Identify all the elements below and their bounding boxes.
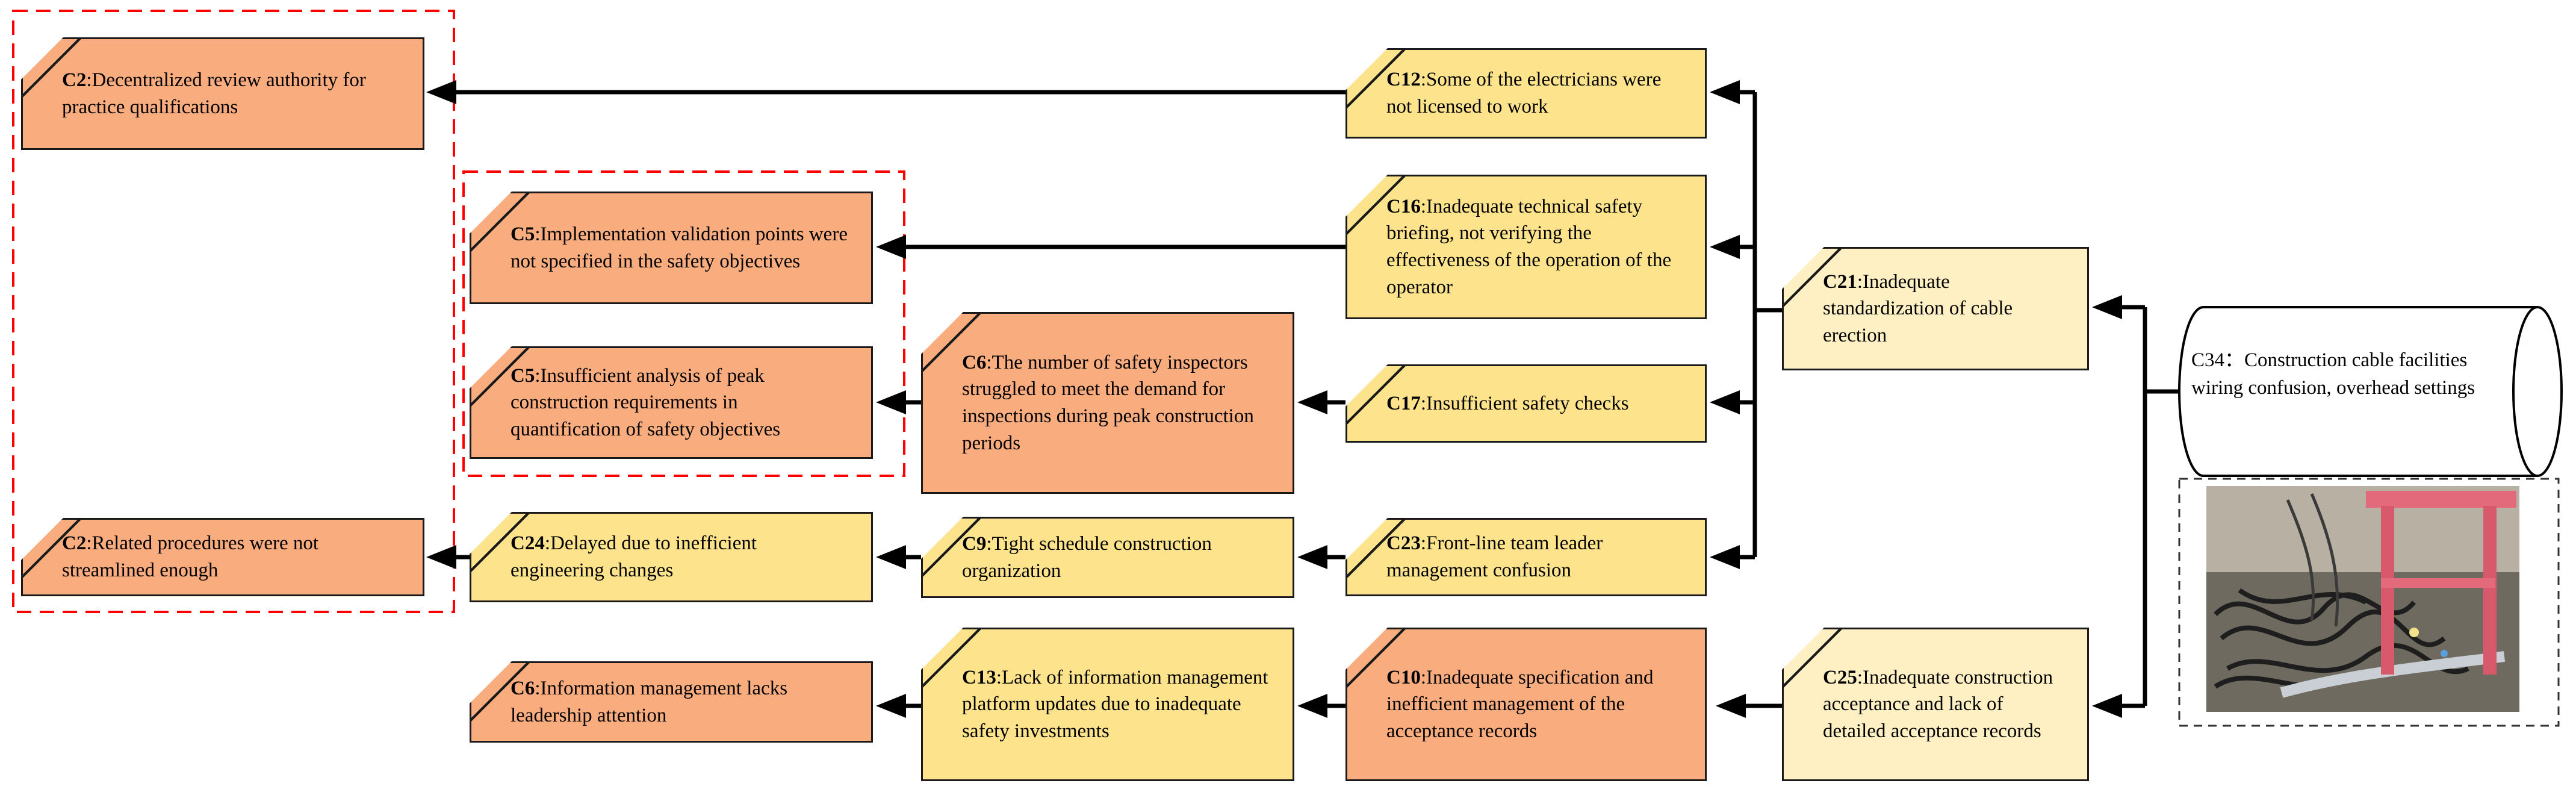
node-c5-validation-points: C5:Implementation validation points were… bbox=[470, 192, 873, 304]
node-c2-procedures: C2:Related procedures were not streamlin… bbox=[21, 518, 424, 596]
node-c13-platform-updates: C13:Lack of information management platf… bbox=[921, 628, 1294, 781]
node-c16-safety-briefing: C16:Inadequate technical safety briefing… bbox=[1345, 175, 1707, 319]
node-c25-construction-acceptance: C25:Inadequate construction acceptance a… bbox=[1782, 628, 2089, 781]
node-c10-acceptance-records: C10:Inadequate specification and ineffic… bbox=[1345, 628, 1707, 781]
photo-frame bbox=[2178, 478, 2560, 727]
node-c12-electricians: C12:Some of the electricians were not li… bbox=[1345, 48, 1707, 139]
node-c2-review-authority: C2:Decentralized review authority for pr… bbox=[21, 37, 424, 150]
connectors bbox=[445, 90, 2182, 708]
node-c21-cable-erection: C21:Inadequate standardization of cable … bbox=[1782, 247, 2089, 370]
group-box-c5 bbox=[462, 170, 905, 477]
group-box-c2 bbox=[12, 10, 455, 613]
node-c23-team-leader: C23:Front-line team leader management co… bbox=[1345, 518, 1707, 596]
node-c9-tight-schedule: C9:Tight schedule construction organizat… bbox=[921, 517, 1294, 598]
top-event-label: C34：Construction cable facilities wiring… bbox=[2191, 349, 2475, 399]
construction-site-cable-photo bbox=[2206, 486, 2519, 712]
node-c24-engineering-changes: C24:Delayed due to inefficient engineeri… bbox=[470, 512, 873, 602]
arrowheads bbox=[426, 80, 2122, 718]
node-c6-information-management: C6:Information management lacks leadersh… bbox=[470, 661, 873, 743]
node-c17-safety-checks: C17:Insufficient safety checks bbox=[1345, 364, 1707, 443]
node-c6-safety-inspectors: C6:The number of safety inspectors strug… bbox=[921, 312, 1294, 494]
top-event-cylinder bbox=[2178, 306, 2563, 477]
node-c5-peak-analysis: C5:Insufficient analysis of peak constru… bbox=[470, 346, 873, 459]
